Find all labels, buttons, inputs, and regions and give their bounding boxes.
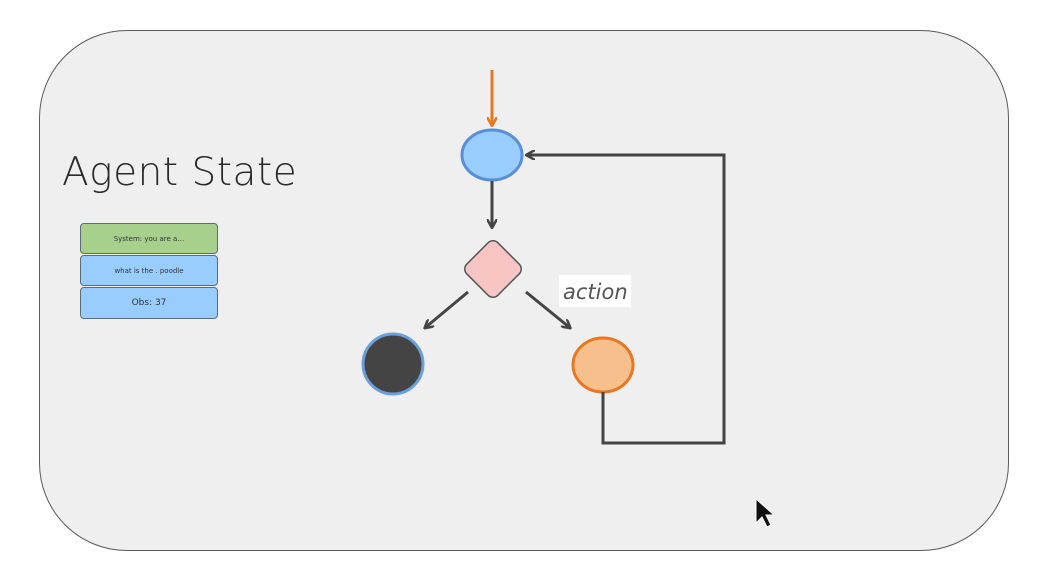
- loop-back-edge: [528, 155, 726, 445]
- mouse-pointer-icon: [755, 497, 776, 528]
- decision-node: [464, 240, 522, 298]
- system-message-card: System: you are a…: [80, 223, 218, 254]
- end-node: [361, 332, 425, 396]
- user-message-card: what is the . poodle: [80, 255, 218, 286]
- decision-to-action-arrow: [525, 290, 569, 327]
- action-edge-label: action: [563, 280, 628, 304]
- decision-to-end-arrow: [426, 290, 469, 327]
- page-title: Agent State: [62, 150, 298, 195]
- action-label-background: [559, 275, 631, 307]
- action-node: [571, 336, 635, 394]
- start-node: [460, 128, 524, 182]
- observation-card: Obs: 37: [80, 287, 218, 319]
